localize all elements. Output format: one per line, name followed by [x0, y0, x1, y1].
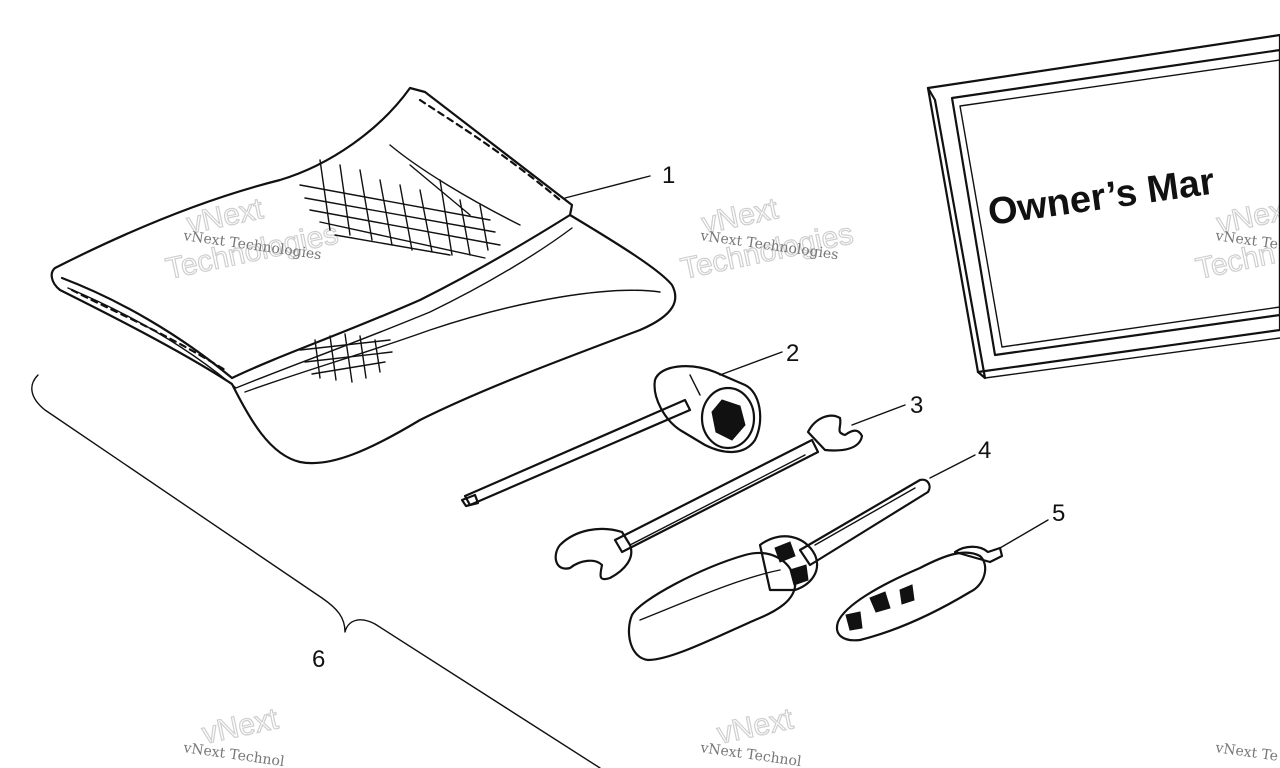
kit-bracket	[31, 374, 601, 768]
callout-2: 2	[786, 340, 799, 367]
leader-line-4	[929, 454, 976, 479]
leader-line-5	[999, 519, 1049, 549]
watermark-text: vNext Te	[1213, 740, 1279, 765]
open-end-wrench	[554, 414, 864, 581]
manual-title: Owner’s Mar	[985, 161, 1217, 234]
callout-3: 3	[910, 392, 923, 419]
bit-driver	[835, 545, 1004, 642]
leader-line-2	[719, 351, 783, 376]
leader-line-3	[851, 404, 906, 426]
leader-line-1	[564, 175, 651, 199]
tool-pouch	[50, 86, 677, 465]
screwdriver	[627, 478, 931, 662]
callout-6: 6	[312, 646, 325, 673]
callout-4: 4	[978, 437, 991, 464]
watermark-group: vNext Technologies vNext Technologies vN…	[162, 192, 1280, 768]
spark-plug-socket-wrench	[460, 365, 762, 508]
callout-5: 5	[1052, 500, 1065, 527]
callout-1: 1	[662, 162, 675, 189]
